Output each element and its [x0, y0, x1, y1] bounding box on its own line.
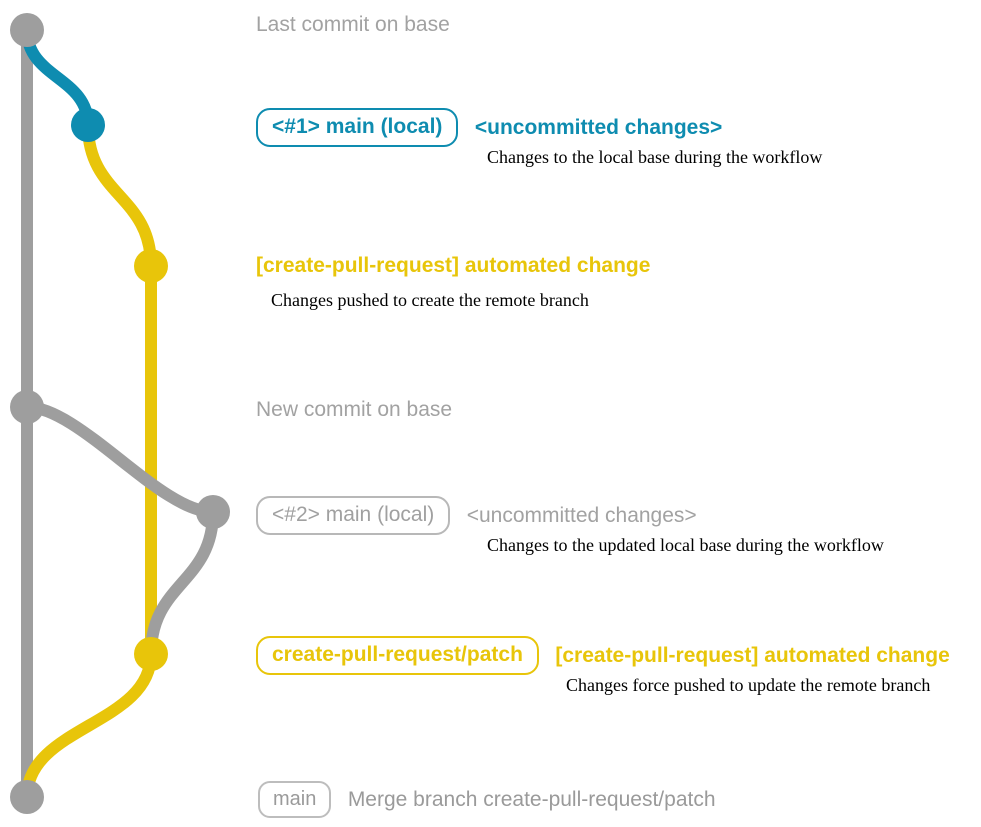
- edge-base-to-local-main-2: [21, 401, 219, 518]
- commit-title-last-commit-on-base: Last commit on base: [256, 13, 450, 36]
- node-base-new-commit[interactable]: [10, 390, 44, 424]
- row-automated-change-2: create-pull-request/patch [create-pull-r…: [256, 636, 950, 675]
- commit-title-automated-change-2: [create-pull-request] automated change: [555, 643, 950, 667]
- branch-badge-local-main-1[interactable]: <#1> main (local): [256, 108, 459, 147]
- row-last-commit-on-base: Last commit on base: [256, 13, 450, 37]
- edge-local-main-2-to-patch-2: [145, 506, 219, 660]
- commit-title-local-main-1: <uncommitted changes>: [474, 115, 723, 139]
- node-merge-commit[interactable]: [10, 780, 44, 814]
- node-base-last-commit[interactable]: [10, 13, 44, 47]
- row-new-commit-on-base: New commit on base: [256, 398, 452, 422]
- git-graph-svg: [10, 13, 230, 814]
- node-local-main-1[interactable]: [71, 108, 105, 142]
- branch-badge-main[interactable]: main: [258, 781, 332, 818]
- row-local-main-2: <#2> main (local) <uncommitted changes>: [256, 496, 697, 535]
- branch-badge-local-main-2[interactable]: <#2> main (local): [256, 496, 451, 535]
- commit-description-automated-change-1: Changes pushed to create the remote bran…: [271, 290, 589, 310]
- commit-description-local-main-2: Changes to the updated local base during…: [487, 535, 884, 555]
- branch-badge-create-pull-request-patch[interactable]: create-pull-request/patch: [256, 636, 539, 675]
- node-patch-commit-2[interactable]: [134, 637, 168, 671]
- commit-title-merge-commit: Merge branch create-pull-request/patch: [347, 787, 716, 811]
- commit-description-automated-change-2: Changes force pushed to update the remot…: [566, 675, 931, 695]
- row-merge-commit: main Merge branch create-pull-request/pa…: [258, 781, 716, 818]
- edge-patch-2-to-merge: [21, 648, 157, 803]
- edge-local-main-1-to-patch-1: [82, 119, 157, 272]
- row-automated-change-1: [create-pull-request] automated change: [256, 254, 650, 278]
- commit-description-local-main-1: Changes to the local base during the wor…: [487, 147, 823, 167]
- node-patch-commit-1[interactable]: [134, 249, 168, 283]
- commit-title-automated-change-1: [create-pull-request] automated change: [256, 254, 651, 277]
- commit-title-new-commit-on-base: New commit on base: [256, 398, 453, 421]
- node-local-main-2[interactable]: [196, 495, 230, 529]
- row-local-main-1: <#1> main (local) <uncommitted changes>: [256, 108, 722, 147]
- commit-title-local-main-2: <uncommitted changes>: [466, 503, 697, 527]
